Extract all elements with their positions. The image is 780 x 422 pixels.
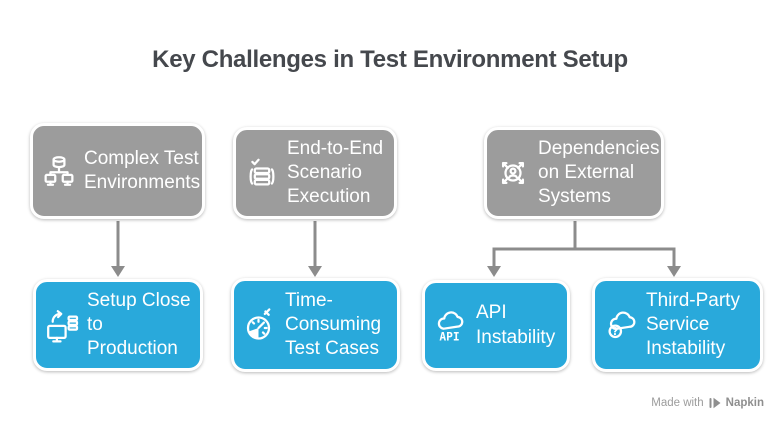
scenario-stack-check-icon (244, 155, 280, 191)
challenge-box-dependencies-on-external-systems: Dependencies on External Systems (484, 127, 664, 219)
result-box-label: API Instability (476, 302, 556, 348)
challenge-box-label: Dependencies on External Systems (538, 137, 660, 208)
cloud-api-icon: API (433, 308, 469, 344)
cloud-question-icon: ? (603, 307, 639, 343)
result-box-api-instability: API API Instability (422, 280, 570, 371)
monitor-sync-icon (44, 307, 80, 343)
result-box-label: Third-Party Service Instability (646, 289, 740, 360)
connector-arrow-endtoend-to-timeconsuming (308, 221, 322, 277)
stopwatch-icon (242, 307, 278, 343)
watermark: Made with Napkin (651, 397, 764, 409)
challenge-box-label: Complex Test Environments (84, 147, 201, 193)
svg-text:API: API (439, 330, 459, 343)
result-box-time-consuming-test-cases: Time- Consuming Test Cases (231, 278, 400, 372)
result-box-third-party-service-instability: ? Third-Party Service Instability (592, 278, 763, 372)
result-box-label: Time- Consuming Test Cases (285, 289, 382, 360)
challenge-box-end-to-end-scenario-execution: End-to-End Scenario Execution (233, 127, 397, 219)
connector-arrow-complex-to-setup (111, 221, 125, 277)
network-computers-icon (41, 153, 77, 189)
challenge-box-complex-test-environments: Complex Test Environments (30, 123, 205, 219)
svg-text:?: ? (612, 326, 618, 338)
result-box-setup-close-to-production: Setup Close to Production (33, 279, 203, 371)
external-dependencies-icon (495, 155, 531, 191)
diagram-title: Key Challenges in Test Environment Setup (152, 46, 628, 73)
result-box-label: Setup Close to Production (87, 289, 191, 360)
napkin-logo-icon (709, 397, 721, 409)
challenge-box-label: End-to-End Scenario Execution (287, 137, 384, 208)
connector-arrow-dependencies-branch (487, 221, 681, 277)
watermark-brand: Napkin (725, 397, 764, 409)
watermark-text: Made with (651, 397, 704, 409)
